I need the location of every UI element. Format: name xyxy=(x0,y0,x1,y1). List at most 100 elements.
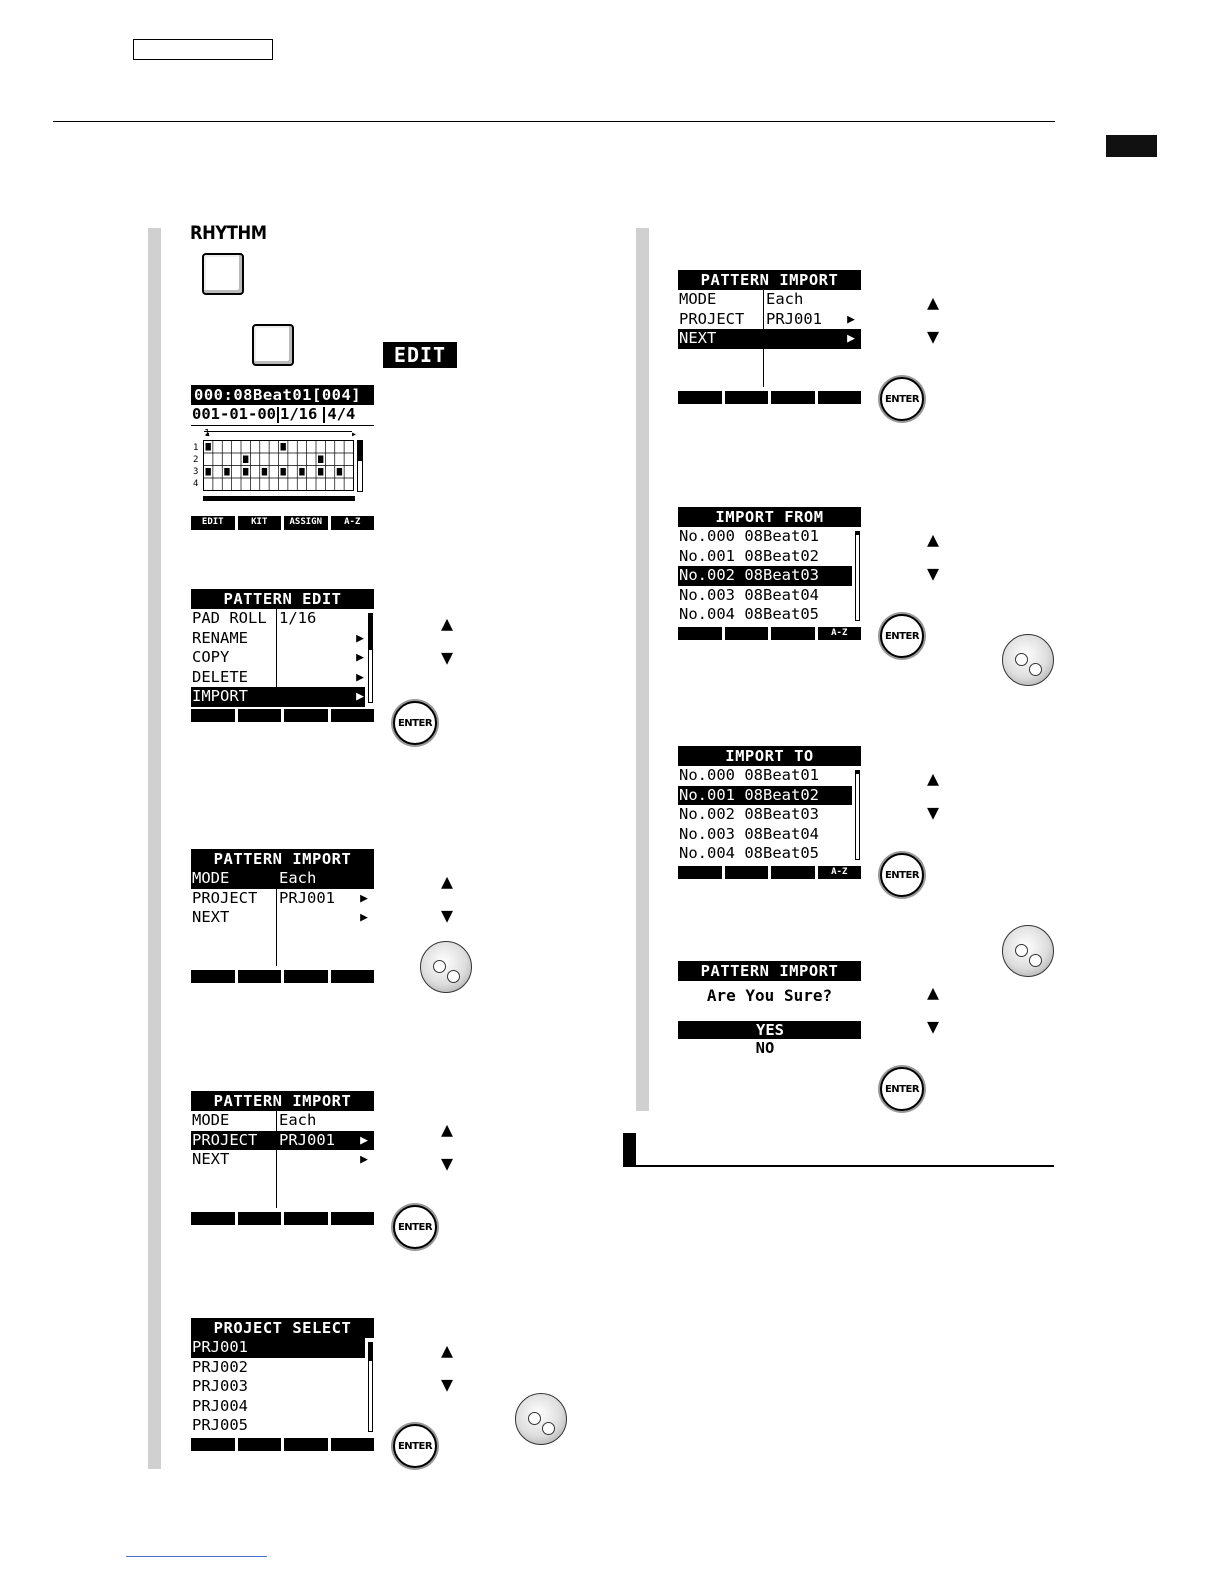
menu-item-delete[interactable]: DELETE▶ xyxy=(192,667,364,686)
list-item[interactable]: No.003 08Beat04 xyxy=(679,585,819,604)
list-item[interactable]: No.004 08Beat05 xyxy=(679,605,819,623)
step-note[interactable] xyxy=(318,455,324,463)
step-note[interactable] xyxy=(205,442,211,451)
list-item[interactable]: No.003 08Beat04 xyxy=(679,824,819,843)
header-label-box xyxy=(133,39,273,60)
down-arrow-icon[interactable]: ▼ xyxy=(926,800,940,824)
list-item[interactable]: No.000 08Beat01 xyxy=(679,766,819,784)
screen-title: PATTERN IMPORT xyxy=(191,1091,374,1111)
down-arrow-icon[interactable]: ▼ xyxy=(440,1372,454,1396)
fn-kit[interactable]: KIT xyxy=(237,515,281,530)
rhythm-key[interactable] xyxy=(202,253,244,295)
list-item[interactable]: PRJ003 xyxy=(192,1377,248,1395)
list-item[interactable]: No.002 08Beat03 xyxy=(679,805,819,823)
list-item[interactable]: No.002 08Beat03 xyxy=(678,566,852,586)
confirm-screen: PATTERN IMPORT Are You Sure? YES NO xyxy=(678,961,861,1057)
step-note[interactable] xyxy=(243,467,249,476)
value-dial[interactable] xyxy=(515,1393,567,1445)
step-note[interactable] xyxy=(280,467,286,476)
menu-item-copy[interactable]: COPY▶ xyxy=(192,648,364,666)
list-item[interactable]: No.001 08Beat02 xyxy=(678,785,852,805)
list-item[interactable]: PRJ004 xyxy=(192,1396,248,1415)
fn-edit[interactable]: EDIT xyxy=(191,515,235,530)
up-arrow-icon[interactable]: ▲ xyxy=(926,290,940,314)
scrollbar[interactable] xyxy=(368,613,373,703)
value-dial[interactable] xyxy=(1002,634,1054,686)
grid-left-arrow: ◂ xyxy=(204,428,211,440)
enter-button[interactable]: ENTER xyxy=(393,1424,437,1468)
down-arrow-icon[interactable]: ▼ xyxy=(440,645,454,669)
no-option[interactable]: NO xyxy=(755,1039,775,1057)
value-dial[interactable] xyxy=(420,941,472,993)
up-arrow-icon[interactable]: ▲ xyxy=(440,1338,454,1362)
list-item[interactable]: PRJ002 xyxy=(192,1357,248,1376)
menu-item-next[interactable]: NEXT▶ xyxy=(678,329,861,349)
value-dial[interactable] xyxy=(1002,925,1054,977)
enter-button[interactable]: ENTER xyxy=(880,377,924,421)
function-key[interactable] xyxy=(252,324,294,366)
down-arrow-icon[interactable]: ▼ xyxy=(440,1151,454,1175)
step-note[interactable] xyxy=(243,455,249,463)
rhythm-label: RHYTHM xyxy=(190,222,267,244)
down-arrow-icon[interactable]: ▼ xyxy=(926,561,940,585)
step-note[interactable] xyxy=(261,467,268,476)
list-item[interactable]: PRJ005 xyxy=(192,1416,248,1434)
step-note[interactable] xyxy=(205,467,211,476)
grid-scrollbar[interactable] xyxy=(357,439,363,492)
menu-item-next[interactable]: NEXT▶ xyxy=(192,1150,368,1168)
up-arrow-icon[interactable]: ▲ xyxy=(440,869,454,893)
list-item[interactable]: No.001 08Beat02 xyxy=(679,546,819,565)
enter-button[interactable]: ENTER xyxy=(880,1067,924,1111)
screen-title: PROJECT SELECT xyxy=(191,1318,374,1338)
chevron-right-icon: ▶ xyxy=(356,650,364,665)
fn-az[interactable]: A-Z xyxy=(817,865,861,879)
yes-option[interactable]: YES xyxy=(678,1021,861,1039)
up-arrow-icon[interactable]: ▲ xyxy=(440,1117,454,1141)
step-note[interactable] xyxy=(318,467,324,476)
step-note[interactable] xyxy=(336,467,343,476)
function-keys: EDIT KIT ASSIGN A-Z xyxy=(191,515,374,530)
up-arrow-icon[interactable]: ▲ xyxy=(926,766,940,790)
up-arrow-icon[interactable]: ▲ xyxy=(926,980,940,1004)
fn-az[interactable]: A-Z xyxy=(330,515,374,530)
down-arrow-icon[interactable]: ▼ xyxy=(926,1014,940,1038)
fn-az[interactable]: A-Z xyxy=(817,626,861,640)
up-arrow-icon[interactable]: ▲ xyxy=(440,611,454,635)
scrollbar[interactable] xyxy=(368,1342,373,1432)
project-select-screen: PROJECT SELECT PRJ001 PRJ002 PRJ003 PRJ0… xyxy=(191,1318,374,1451)
fn-assign[interactable]: ASSIGN xyxy=(284,515,328,530)
menu-item-import[interactable]: IMPORT▶ xyxy=(191,687,365,707)
section-rule xyxy=(623,1165,1054,1167)
chevron-right-icon: ▶ xyxy=(360,1152,368,1167)
left-column-bar xyxy=(148,228,161,1469)
enter-button[interactable]: ENTER xyxy=(393,1205,437,1249)
step-note[interactable] xyxy=(299,467,305,476)
list-item[interactable]: PRJ001 xyxy=(191,1338,365,1358)
list-item[interactable]: No.004 08Beat05 xyxy=(679,844,819,862)
screen-title: PATTERN IMPORT xyxy=(678,270,861,290)
down-arrow-icon[interactable]: ▼ xyxy=(926,324,940,348)
step-grid[interactable] xyxy=(203,439,355,492)
list-item[interactable]: No.000 08Beat01 xyxy=(679,527,819,545)
scrollbar[interactable] xyxy=(855,770,860,860)
step-note[interactable] xyxy=(280,442,286,451)
enter-button[interactable]: ENTER xyxy=(880,853,924,897)
down-arrow-icon[interactable]: ▼ xyxy=(440,903,454,927)
scrollbar[interactable] xyxy=(855,531,860,621)
menu-item-rename[interactable]: RENAME▶ xyxy=(192,628,364,647)
menu-item-next[interactable]: NEXT▶ xyxy=(192,908,368,926)
step-note[interactable] xyxy=(224,467,230,476)
pattern-header: 000:08Beat01[004] xyxy=(191,385,374,405)
enter-button[interactable]: ENTER xyxy=(880,614,924,658)
enter-button[interactable]: ENTER xyxy=(393,701,437,745)
up-arrow-icon[interactable]: ▲ xyxy=(926,527,940,551)
